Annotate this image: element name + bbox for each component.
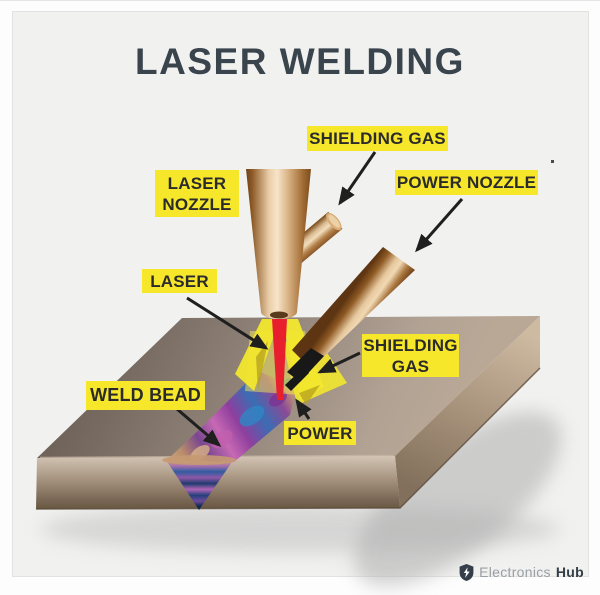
label-power-nozzle: POWER NOZZLE (395, 170, 538, 195)
label-weld-bead: WELD BEAD (86, 381, 205, 410)
block-shadow (40, 411, 562, 587)
power-nozzle-arrow (415, 198, 464, 253)
laser-beam (272, 319, 287, 400)
logo-text-light: Electronics (479, 564, 551, 580)
nozzle-black-streak (285, 368, 309, 391)
shield-icon (459, 563, 474, 581)
brand-logo: Electronics Hub (459, 562, 584, 582)
label-laser: LASER (142, 269, 217, 293)
shielding-gas-right-arrow (317, 351, 361, 374)
label-shielding-gas-top: SHIELDING GAS (307, 126, 448, 151)
laser-arrow (186, 296, 269, 350)
power-nozzle-cone (285, 247, 415, 391)
label-power: POWER (284, 421, 356, 445)
annotation-arrows (176, 151, 464, 447)
page-title: LASER WELDING (135, 41, 465, 82)
nozzle-black-tip (287, 348, 324, 382)
weld-bead-arrow (176, 407, 222, 447)
laser-nozzle-cone (246, 169, 311, 319)
shielding-gas-top-arrow (338, 151, 377, 206)
logo-text-bold: Hub (555, 564, 584, 580)
speck-artifact (551, 160, 554, 163)
power-arrow (295, 398, 312, 420)
label-shielding-gas-right: SHIELDING GAS (362, 334, 459, 377)
label-laser-nozzle: LASER NOZZLE (155, 170, 239, 217)
weld-bead-cross-section (166, 460, 232, 510)
